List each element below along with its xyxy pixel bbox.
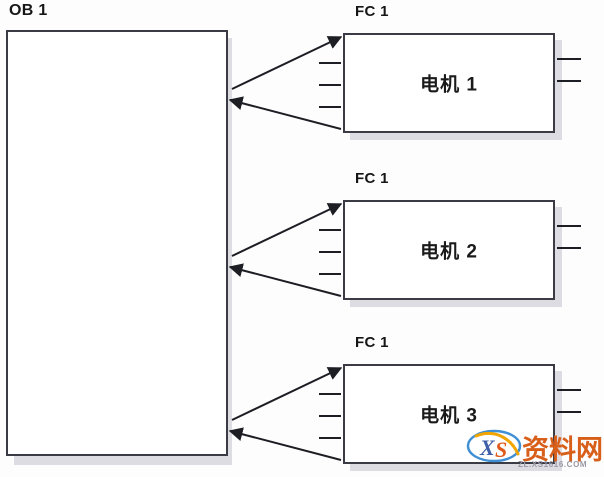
fc-block-1-input-stub-3 — [319, 106, 341, 108]
fc-block-2-label: FC 1 — [355, 170, 389, 187]
ob-block-box[interactable] — [6, 30, 228, 456]
fc-block-3-output-stub-1 — [557, 389, 581, 391]
fc-block-2-title: 电机 2 — [420, 241, 478, 263]
fc-block-1-output-stub-1 — [557, 58, 581, 60]
fc-block-3-label: FC 1 — [355, 334, 389, 351]
fc-block-2-output-stub-1 — [557, 225, 581, 227]
fc-block-3-input-stub-3 — [319, 437, 341, 439]
fc-block-2-box[interactable]: 电机 2 — [343, 200, 555, 300]
fc-block-1-input-stub-1 — [319, 62, 341, 64]
fc-block-3-input-stub-1 — [319, 393, 341, 395]
fc-block-3-output-stub-2 — [557, 411, 581, 413]
fc-block-1-output-stub-2 — [557, 80, 581, 82]
fc-block-1-title: 电机 1 — [420, 74, 478, 96]
arrow-fc1-to-ob — [228, 96, 342, 130]
fc-block-3-box[interactable]: 电机 3 — [343, 364, 555, 464]
fc-block-2-input-stub-3 — [319, 273, 341, 275]
fc-block-2-output-stub-2 — [557, 247, 581, 249]
fc-block-3-title: 电机 3 — [420, 405, 478, 427]
fc-block-3-input-stub-2 — [319, 415, 341, 417]
arrow-fc3-to-ob — [228, 427, 342, 461]
arrow-fc2-to-ob — [228, 263, 342, 297]
fc-block-2-input-stub-2 — [319, 251, 341, 253]
fc-block-1-input-stub-2 — [319, 84, 341, 86]
ob-block-label: OB 1 — [9, 2, 48, 19]
fc-block-1-box[interactable]: 电机 1 — [343, 33, 555, 133]
fc-block-2-input-stub-1 — [319, 229, 341, 231]
fc-block-1-label: FC 1 — [355, 3, 389, 20]
